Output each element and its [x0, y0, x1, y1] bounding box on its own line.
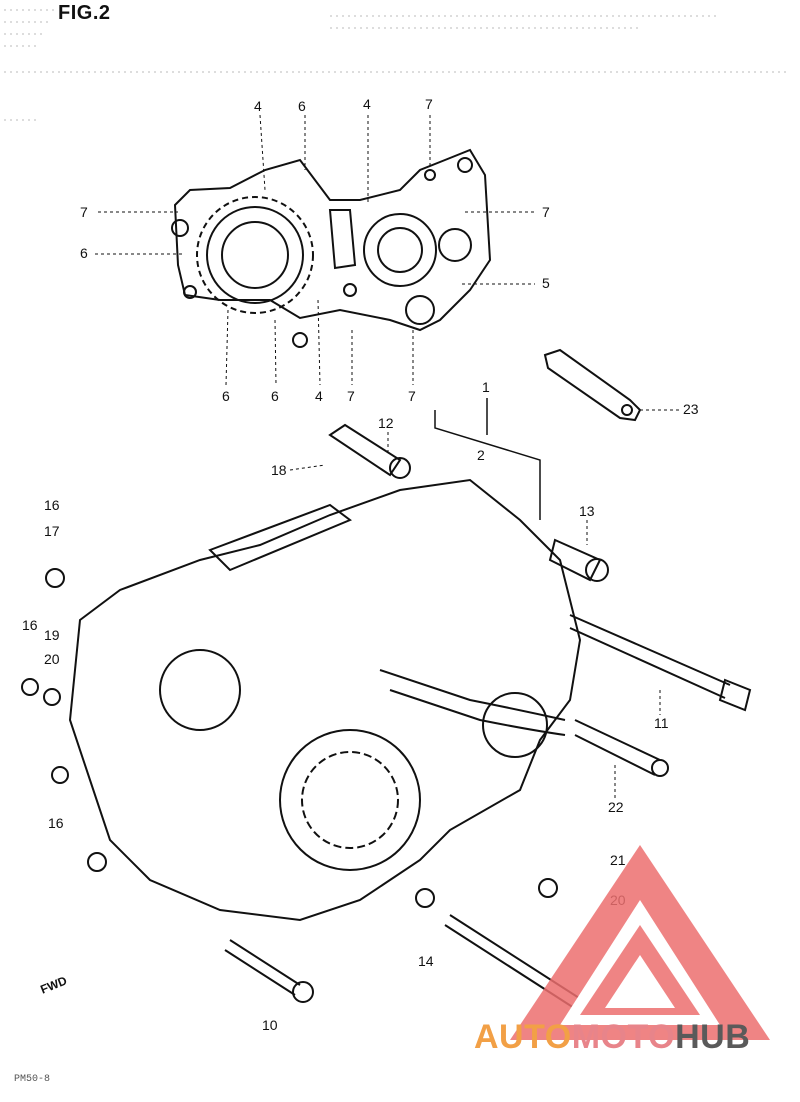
callout-labels: 4 6 4 7 7 7 6 5 6 6 4 7 7 1 23 12 2 18 1…: [22, 96, 699, 1033]
callout-4: 4: [315, 388, 323, 404]
callout-7: 6: [222, 388, 230, 404]
crankcase-upper-view: [171, 148, 492, 348]
brand-auto: AUTO: [474, 1018, 572, 1056]
callout-11: 11: [654, 715, 669, 731]
callout-12: 12: [378, 415, 394, 431]
bracket-line-1: [434, 398, 541, 520]
callout-4: 4: [254, 98, 262, 114]
watermark-brand: AUTOMOTOHUB: [474, 1018, 750, 1057]
callout-8: 7: [542, 204, 550, 220]
callout-15: 16: [48, 815, 64, 831]
callout-8: 7: [425, 96, 433, 112]
callout-15: 16: [22, 617, 38, 633]
callout-18: 19: [44, 627, 60, 643]
scan-noise: [4, 9, 790, 121]
callout-22: 22: [608, 799, 624, 815]
callout-23: 23: [683, 401, 699, 417]
crankcase-assembly: [21, 423, 752, 1022]
figure-code: PM50-8: [14, 1074, 51, 1085]
callout-7: 6: [80, 245, 88, 261]
leader-lines: [95, 114, 680, 800]
callout-8: 7: [408, 388, 416, 404]
callout-8: 7: [347, 388, 355, 404]
callout-19: 20: [44, 651, 60, 667]
callout-6: 6: [298, 98, 306, 114]
brand-moto: MOTO: [571, 1018, 676, 1056]
callout-5: 5: [542, 275, 550, 291]
callout-21: 21: [610, 852, 626, 868]
callout-7: 6: [271, 388, 279, 404]
callout-2: 2: [477, 447, 485, 463]
callout-1: 1: [482, 379, 490, 395]
callout-8: 7: [80, 204, 88, 220]
strap-bracket: [543, 348, 642, 422]
callout-14: 14: [418, 953, 434, 969]
callout-17: 18: [271, 462, 287, 478]
callout-13: 13: [579, 503, 595, 519]
brand-hub: HUB: [675, 1018, 751, 1056]
callout-16: 17: [44, 523, 60, 539]
callout-15: 16: [44, 497, 60, 513]
callout-4: 4: [363, 96, 371, 112]
watermark-logo: [510, 845, 770, 1040]
callout-10: 10: [262, 1017, 278, 1033]
figure-title: FIG.2: [58, 2, 111, 24]
